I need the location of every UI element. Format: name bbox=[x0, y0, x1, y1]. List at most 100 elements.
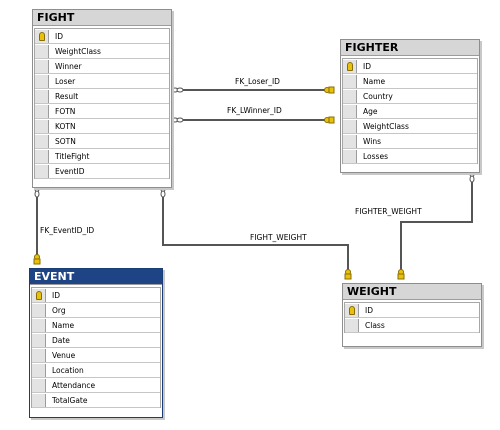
row-selector[interactable] bbox=[35, 89, 49, 103]
row-selector[interactable] bbox=[343, 104, 357, 118]
event-column-name: Location bbox=[52, 365, 84, 375]
fight-column-row[interactable]: SOTN bbox=[35, 134, 169, 149]
row-selector[interactable] bbox=[32, 363, 46, 377]
fighter-column-name: Age bbox=[363, 106, 378, 116]
primary-key-icon bbox=[38, 31, 45, 41]
row-selector[interactable] bbox=[343, 59, 357, 73]
row-selector[interactable] bbox=[35, 119, 49, 133]
fk-lwinner-many-end bbox=[171, 117, 184, 123]
fight-column-row[interactable]: ID bbox=[35, 29, 169, 44]
fighter-weight-key-end bbox=[397, 269, 405, 280]
row-selector[interactable] bbox=[32, 288, 46, 302]
fighter-column-name: Name bbox=[363, 76, 386, 86]
fight-table-title: FIGHT bbox=[33, 10, 171, 26]
fk-lwinner-key-end bbox=[324, 116, 335, 124]
event-column-row[interactable]: Attendance bbox=[32, 378, 160, 393]
fight-weight-key-end bbox=[344, 269, 352, 280]
row-selector[interactable] bbox=[343, 134, 357, 148]
fighter-column-row[interactable]: Country bbox=[343, 89, 477, 104]
event-column-name: TotalGate bbox=[52, 395, 88, 405]
event-column-name: Attendance bbox=[52, 380, 96, 390]
fighter-column-name: ID bbox=[363, 61, 371, 71]
event-column-row[interactable]: Org bbox=[32, 303, 160, 318]
primary-key-icon bbox=[35, 290, 42, 300]
event-column-row[interactable]: Name bbox=[32, 318, 160, 333]
fk-eventid-key-end bbox=[33, 254, 41, 265]
fight-column-row[interactable]: EventID bbox=[35, 164, 169, 179]
fighter-column-name: Country bbox=[363, 91, 393, 101]
fight-column-name: SOTN bbox=[55, 136, 76, 146]
fighter-weight-label: FIGHTER_WEIGHT bbox=[355, 207, 422, 216]
fk-lwinner-label: FK_LWinner_ID bbox=[227, 106, 282, 115]
primary-key-icon bbox=[348, 305, 355, 315]
fight-column-name: ID bbox=[55, 31, 63, 41]
event-column-name: ID bbox=[52, 290, 60, 300]
row-selector[interactable] bbox=[32, 393, 46, 407]
row-selector[interactable] bbox=[32, 318, 46, 332]
fight-column-name: TitleFight bbox=[55, 151, 90, 161]
row-selector[interactable] bbox=[345, 303, 359, 317]
fighter-column-name: Wins bbox=[363, 136, 381, 146]
event-column-row[interactable]: ID bbox=[32, 288, 160, 303]
row-selector[interactable] bbox=[343, 74, 357, 88]
fighter-column-row[interactable]: Name bbox=[343, 74, 477, 89]
weight-column-name: ID bbox=[365, 305, 373, 315]
event-column-name: Name bbox=[52, 320, 75, 330]
weight-table-title: WEIGHT bbox=[343, 284, 481, 300]
fk-loser-many-end bbox=[171, 87, 184, 93]
event-column-row[interactable]: Location bbox=[32, 363, 160, 378]
fighter-table-title: FIGHTER bbox=[341, 40, 479, 56]
weight-table[interactable]: WEIGHT ID Class bbox=[342, 283, 482, 347]
event-column-row[interactable]: TotalGate bbox=[32, 393, 160, 408]
row-selector[interactable] bbox=[343, 149, 357, 163]
row-selector[interactable] bbox=[343, 119, 357, 133]
fighter-column-row[interactable]: WeightClass bbox=[343, 119, 477, 134]
event-column-name: Venue bbox=[52, 350, 76, 360]
row-selector[interactable] bbox=[343, 89, 357, 103]
fight-weight-label: FIGHT_WEIGHT bbox=[250, 233, 307, 242]
fighter-column-row[interactable]: Losses bbox=[343, 149, 477, 164]
weight-column-name: Class bbox=[365, 320, 385, 330]
weight-table-columns: ID Class bbox=[344, 302, 480, 333]
fight-column-row[interactable]: Winner bbox=[35, 59, 169, 74]
fight-column-row[interactable]: Loser bbox=[35, 74, 169, 89]
row-selector[interactable] bbox=[35, 59, 49, 73]
event-column-name: Date bbox=[52, 335, 70, 345]
primary-key-icon bbox=[346, 61, 353, 71]
event-column-row[interactable]: Date bbox=[32, 333, 160, 348]
fight-column-name: KOTN bbox=[55, 121, 76, 131]
fighter-column-name: Losses bbox=[363, 151, 388, 161]
weight-column-row[interactable]: ID bbox=[345, 303, 479, 318]
event-column-name: Org bbox=[52, 305, 66, 315]
row-selector[interactable] bbox=[345, 318, 359, 332]
event-column-row[interactable]: Venue bbox=[32, 348, 160, 363]
weight-column-row[interactable]: Class bbox=[345, 318, 479, 333]
row-selector[interactable] bbox=[35, 104, 49, 118]
row-selector[interactable] bbox=[35, 44, 49, 58]
row-selector[interactable] bbox=[32, 348, 46, 362]
fighter-column-row[interactable]: ID bbox=[343, 59, 477, 74]
fk-eventid-label: FK_EventID_ID bbox=[40, 226, 95, 235]
row-selector[interactable] bbox=[35, 29, 49, 43]
fighter-column-row[interactable]: Wins bbox=[343, 134, 477, 149]
fight-column-row[interactable]: KOTN bbox=[35, 119, 169, 134]
row-selector[interactable] bbox=[35, 149, 49, 163]
fight-column-row[interactable]: WeightClass bbox=[35, 44, 169, 59]
fight-column-name: Result bbox=[55, 91, 79, 101]
row-selector[interactable] bbox=[32, 378, 46, 392]
row-selector[interactable] bbox=[35, 134, 49, 148]
row-selector[interactable] bbox=[35, 164, 49, 178]
row-selector[interactable] bbox=[32, 303, 46, 317]
fight-column-row[interactable]: Result bbox=[35, 89, 169, 104]
fight-column-name: Winner bbox=[55, 61, 82, 71]
fighter-column-row[interactable]: Age bbox=[343, 104, 477, 119]
row-selector[interactable] bbox=[32, 333, 46, 347]
fight-column-name: FOTN bbox=[55, 106, 76, 116]
fight-column-row[interactable]: TitleFight bbox=[35, 149, 169, 164]
fight-column-row[interactable]: FOTN bbox=[35, 104, 169, 119]
row-selector[interactable] bbox=[35, 74, 49, 88]
